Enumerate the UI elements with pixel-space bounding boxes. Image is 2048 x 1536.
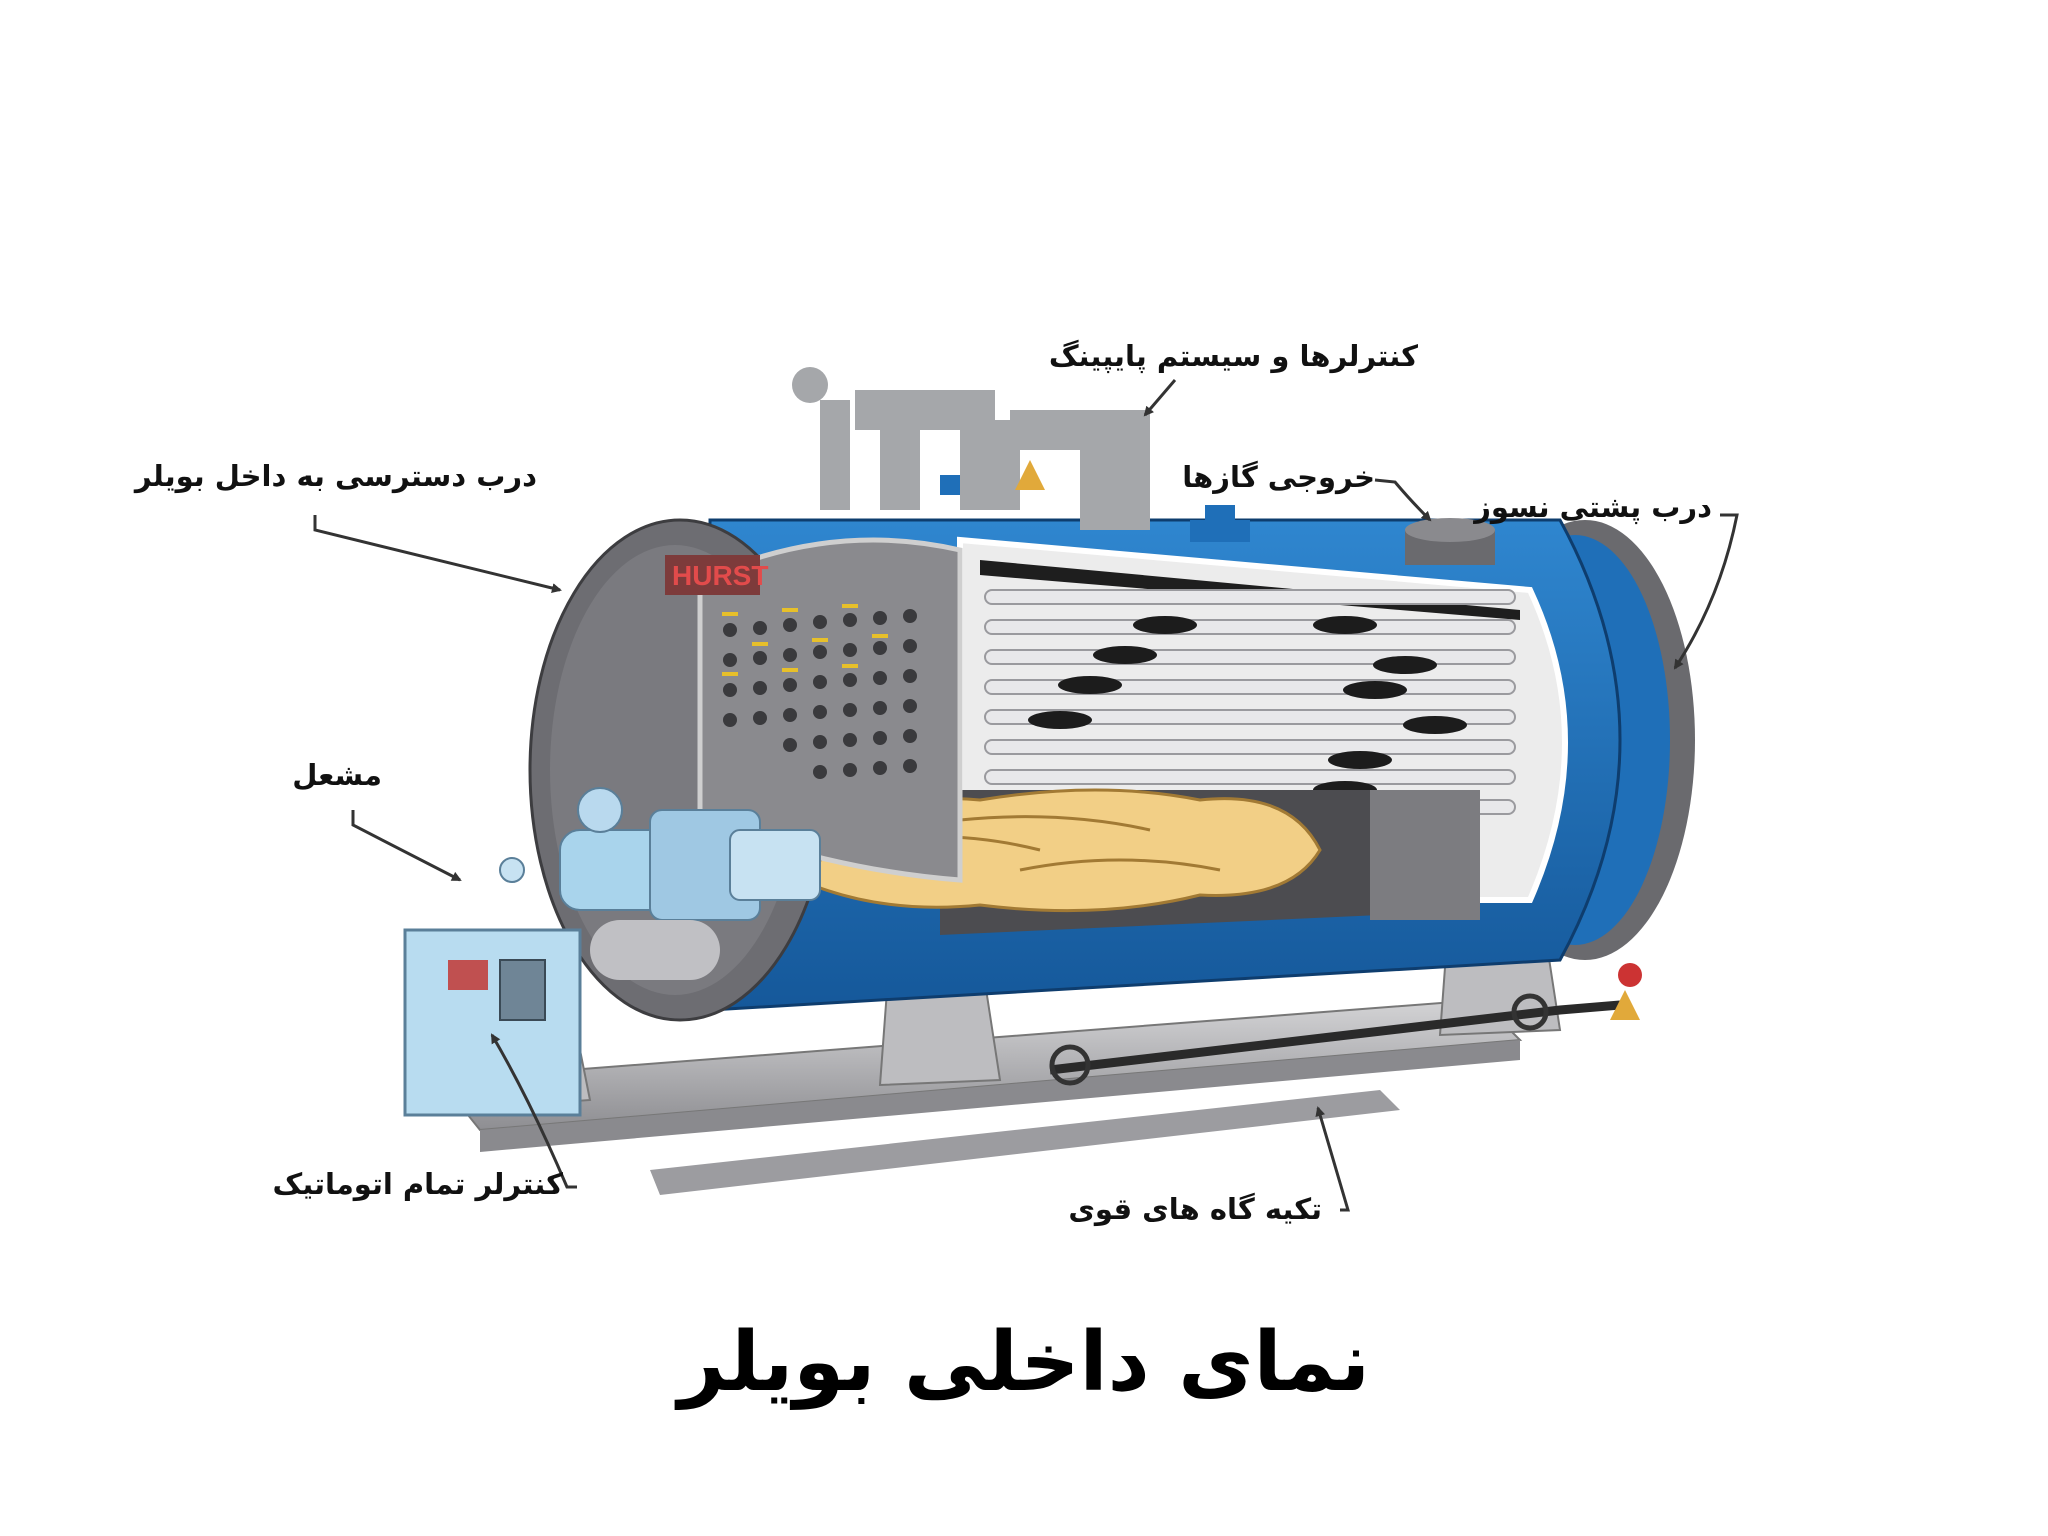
leader-supports [1315, 1106, 1351, 1212]
leader-controls-piping [1143, 379, 1177, 417]
leader-access-door [313, 515, 562, 593]
brand-plate: HURST [672, 560, 768, 591]
label-access-door: درب دسترسی به داخل بویلر [134, 459, 537, 493]
label-supports: تکیه گاه های قوی [1068, 1192, 1322, 1226]
label-gas-outlet: خروجی گازها [1182, 460, 1375, 494]
gas-outlet [1405, 518, 1495, 565]
auto-controller-box [403, 928, 582, 1117]
leader-burner [351, 810, 462, 882]
label-auto-controller: کنترلر تمام اتوماتیک [272, 1167, 563, 1201]
diagram-caption: نمای داخلی بویلر [678, 1315, 1370, 1410]
leader-rear-door [1673, 513, 1739, 670]
leader-auto-controller [490, 1033, 577, 1189]
top-piping [792, 367, 1250, 542]
leader-lines [313, 379, 1739, 1212]
label-burner: مشعل [292, 758, 382, 792]
drain-pipe [1049, 963, 1642, 1086]
label-controls-piping: کنترلرها و سیستم پایپینگ [1048, 339, 1418, 373]
label-rear-door: درب پشتی نسوز [1474, 490, 1712, 524]
tube-sheet [665, 537, 963, 883]
burner-assembly [499, 787, 821, 980]
leader-gas-outlet [1374, 478, 1432, 522]
